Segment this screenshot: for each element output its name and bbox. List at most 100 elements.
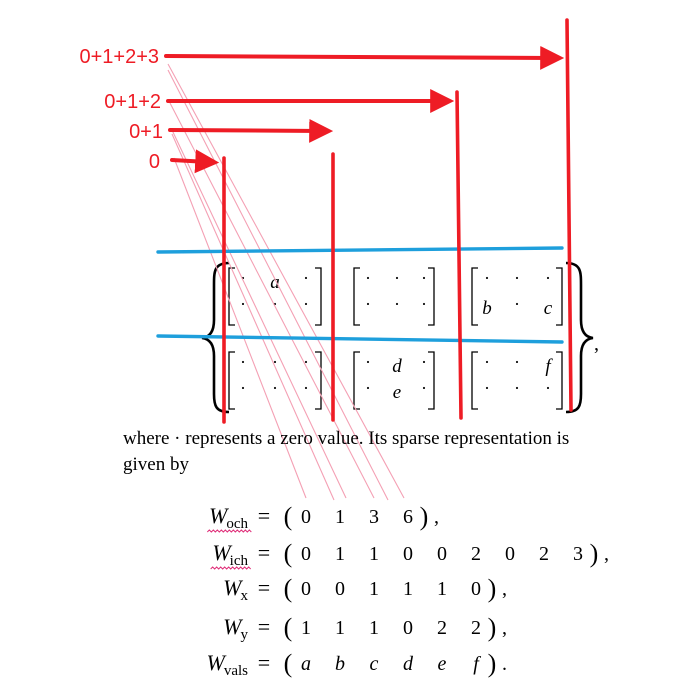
matrix-trailing-comma: , [594, 333, 599, 355]
block-r0c1-right-bracket [428, 267, 435, 326]
red-labels: 0+1+2+3 0+1+2 0+1 0 [79, 46, 163, 173]
caption-line-2: given by [123, 454, 189, 475]
block-r0c0-left-bracket [228, 267, 235, 326]
equation-ich-value: 2 [539, 543, 549, 565]
equation-y-equals: = [258, 614, 270, 639]
caption: where · represents a zero value. Its spa… [123, 428, 569, 475]
matrix-entry-r0c2-0-1: · [514, 268, 520, 288]
red-column-markers [222, 18, 573, 424]
label-0123: 0+1+2+3 [79, 46, 159, 68]
equation-y-end: , [502, 617, 507, 639]
equation-vals-name: W [207, 650, 227, 675]
arrow-01 [168, 118, 334, 143]
equation-vals-right-paren: ) [488, 649, 497, 678]
block-r1c1-left-bracket [353, 351, 360, 410]
block-r0c2-right-bracket [556, 267, 563, 326]
matrix-entry-r1c1-1-0: · [365, 378, 371, 398]
matrix-entry-r1c0-1-1: · [272, 378, 278, 398]
caption-line-1: where · represents a zero value. Its spa… [123, 428, 569, 449]
matrix-entry-r1c2-0-0: · [484, 352, 490, 372]
equation-y-name: W [223, 614, 243, 639]
matrix-entry-r0c2-0-2: · [545, 268, 551, 288]
equation-och-spellcheck-underline [206, 529, 252, 533]
matrix-entry-r0c1-1-2: · [421, 294, 427, 314]
equation-ich-spellcheck-underline [210, 566, 252, 570]
matrix-entry-r1c2-0-1: · [514, 352, 520, 372]
equation-och-end: , [434, 506, 439, 528]
equation-och-left-paren: ( [284, 502, 293, 531]
matrix-entry-r1c0-0-2: · [303, 352, 309, 372]
matrix-entry-r1c2-1-0: · [484, 378, 490, 398]
matrix-entry-r0c0-0-1: a [270, 272, 280, 293]
matrix-entry-r0c1-0-2: · [421, 268, 427, 288]
equation-vals-value: a [301, 653, 311, 675]
block-r1c0-left-bracket [228, 351, 235, 410]
red-vertical-3 [455, 90, 463, 420]
equation-ich-right-paren: ) [590, 539, 599, 568]
equation-och-name: W [209, 503, 229, 528]
matrix-entry-r1c1-0-2: · [421, 352, 427, 372]
block-r1c1-right-bracket [428, 351, 435, 410]
equation-ich-value: 1 [369, 543, 379, 565]
block-r0c2-left-bracket [471, 267, 478, 326]
block-r1c2-right-bracket [556, 351, 563, 410]
equation-och-value: 1 [335, 506, 345, 528]
equation-och-subscript: och [226, 516, 248, 532]
matrix-entry-r1c0-0-0: · [240, 352, 246, 372]
equation-ich-value: 0 [403, 543, 413, 565]
blue-line-middle [156, 334, 564, 344]
pink-line-2 [167, 69, 389, 501]
equation-x-left-paren: ( [284, 574, 293, 603]
equation-ich-value: 2 [471, 543, 481, 565]
equation-vals-left-paren: ( [284, 649, 293, 678]
label-01: 0+1 [129, 121, 163, 143]
equation-x-subscript: x [241, 588, 249, 604]
pink-line-4 [171, 129, 347, 499]
equation-och-value: 6 [403, 506, 413, 528]
matrix-entry-r1c0-1-2: · [303, 378, 309, 398]
matrix-entry-r0c2-1-2: c [544, 298, 553, 319]
equation-ich-name: W [212, 540, 232, 565]
outer-right-brace [565, 261, 594, 414]
pink-line-6 [173, 157, 307, 499]
matrix-entry-r1c1-0-0: · [365, 352, 371, 372]
equation-y-value: 1 [335, 617, 345, 639]
equation-y-value: 1 [369, 617, 379, 639]
equation-x-value: 1 [403, 578, 413, 600]
equation-x-end: , [502, 578, 507, 600]
block-r0c0-right-bracket [315, 267, 322, 326]
equation-ich-value: 0 [505, 543, 515, 565]
matrix-entry-r0c2-1-1: · [514, 294, 520, 314]
equation-x-value: 0 [301, 578, 311, 600]
pink-line-5 [171, 133, 335, 501]
equation-och-right-paren: ) [420, 502, 429, 531]
red-arrows [164, 45, 565, 174]
equation-vals-subscript: vals [224, 663, 248, 679]
equation-x-value: 0 [471, 578, 481, 600]
equation-x-value: 1 [437, 578, 447, 600]
equation-ich-subscript: ich [230, 553, 249, 569]
matrix-entry-r0c0-1-1: · [272, 294, 278, 314]
equation-y-value: 2 [437, 617, 447, 639]
equation-x-value: 0 [335, 578, 345, 600]
matrix-brackets [201, 261, 594, 414]
equation-vals-value: b [335, 653, 345, 675]
equation-vals-end: . [502, 653, 507, 675]
matrix-entry-r1c0-1-0: · [240, 378, 246, 398]
equation-y-subscript: y [241, 627, 249, 643]
matrix-entry-r1c1-1-1: e [393, 382, 401, 403]
matrix-entry-r1c1-0-1: d [392, 356, 402, 377]
equation-vals-value: e [438, 653, 447, 675]
matrix-entry-r0c0-1-2: · [303, 294, 309, 314]
equation-y-value: 0 [403, 617, 413, 639]
equation-och-value: 3 [369, 506, 379, 528]
pink-line-1 [167, 63, 405, 499]
matrix-entry-r0c1-0-0: · [365, 268, 371, 288]
blue-line-top [156, 246, 564, 254]
matrix-entry-r1c2-1-1: · [514, 378, 520, 398]
equation-x-value: 1 [369, 578, 379, 600]
blue-row-lines [156, 246, 564, 344]
equation-ich-value: 1 [335, 543, 345, 565]
equation-ich-value: 3 [573, 543, 583, 565]
block-r1c0-right-bracket [315, 351, 322, 410]
